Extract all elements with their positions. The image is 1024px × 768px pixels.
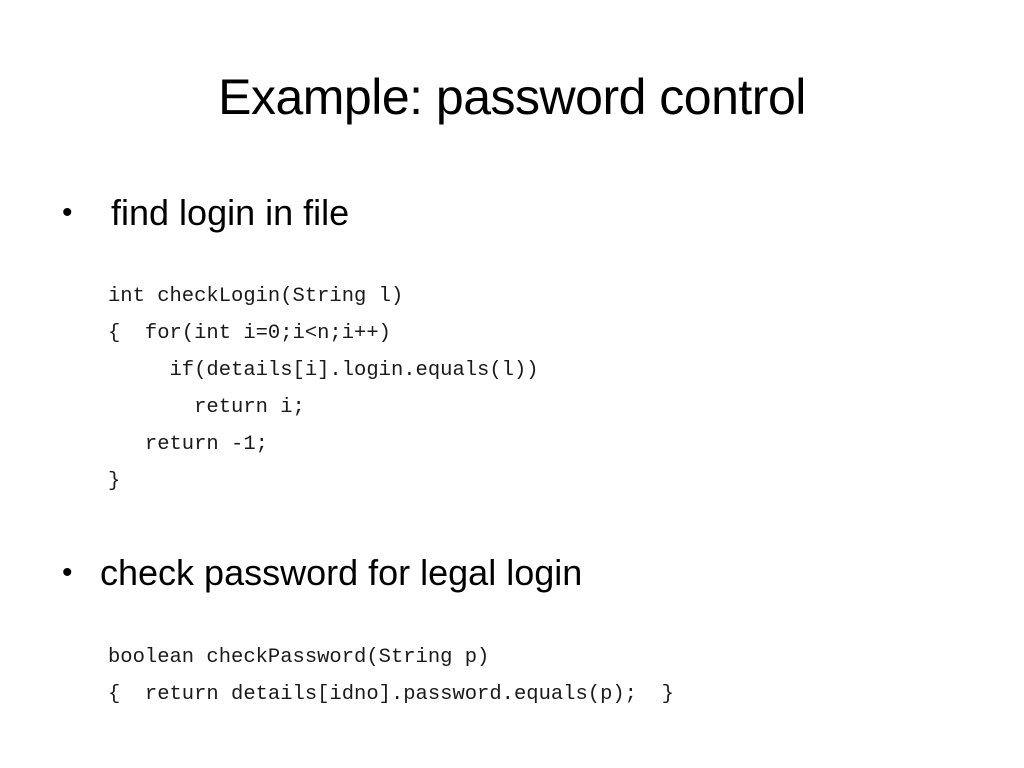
bullet-check-password: • check password for legal login: [62, 549, 962, 597]
bullet-marker: •: [62, 196, 73, 229]
code-check-password: boolean checkPassword(String p) { return…: [108, 645, 828, 715]
bullet-find-login: • find login in file: [62, 189, 962, 237]
code-line: { return details[idno].password.equals(p…: [108, 683, 674, 706]
code-check-login: int checkLogin(String l) { for(int i=0;i…: [108, 284, 668, 504]
code-line: if(details[i].login.equals(l)): [108, 359, 539, 382]
bullet-text: find login in file: [111, 192, 350, 233]
bullet-text: check password for legal login: [100, 552, 583, 593]
bullet-marker: •: [62, 556, 73, 589]
code-line: return i;: [108, 396, 305, 419]
code-line: int checkLogin(String l): [108, 285, 404, 308]
code-line: }: [108, 470, 121, 493]
code-line: boolean checkPassword(String p): [108, 646, 490, 669]
slide-title: Example: password control: [218, 69, 806, 125]
code-line: { for(int i=0;i<n;i++): [108, 322, 391, 345]
code-line: return -1;: [108, 433, 268, 456]
